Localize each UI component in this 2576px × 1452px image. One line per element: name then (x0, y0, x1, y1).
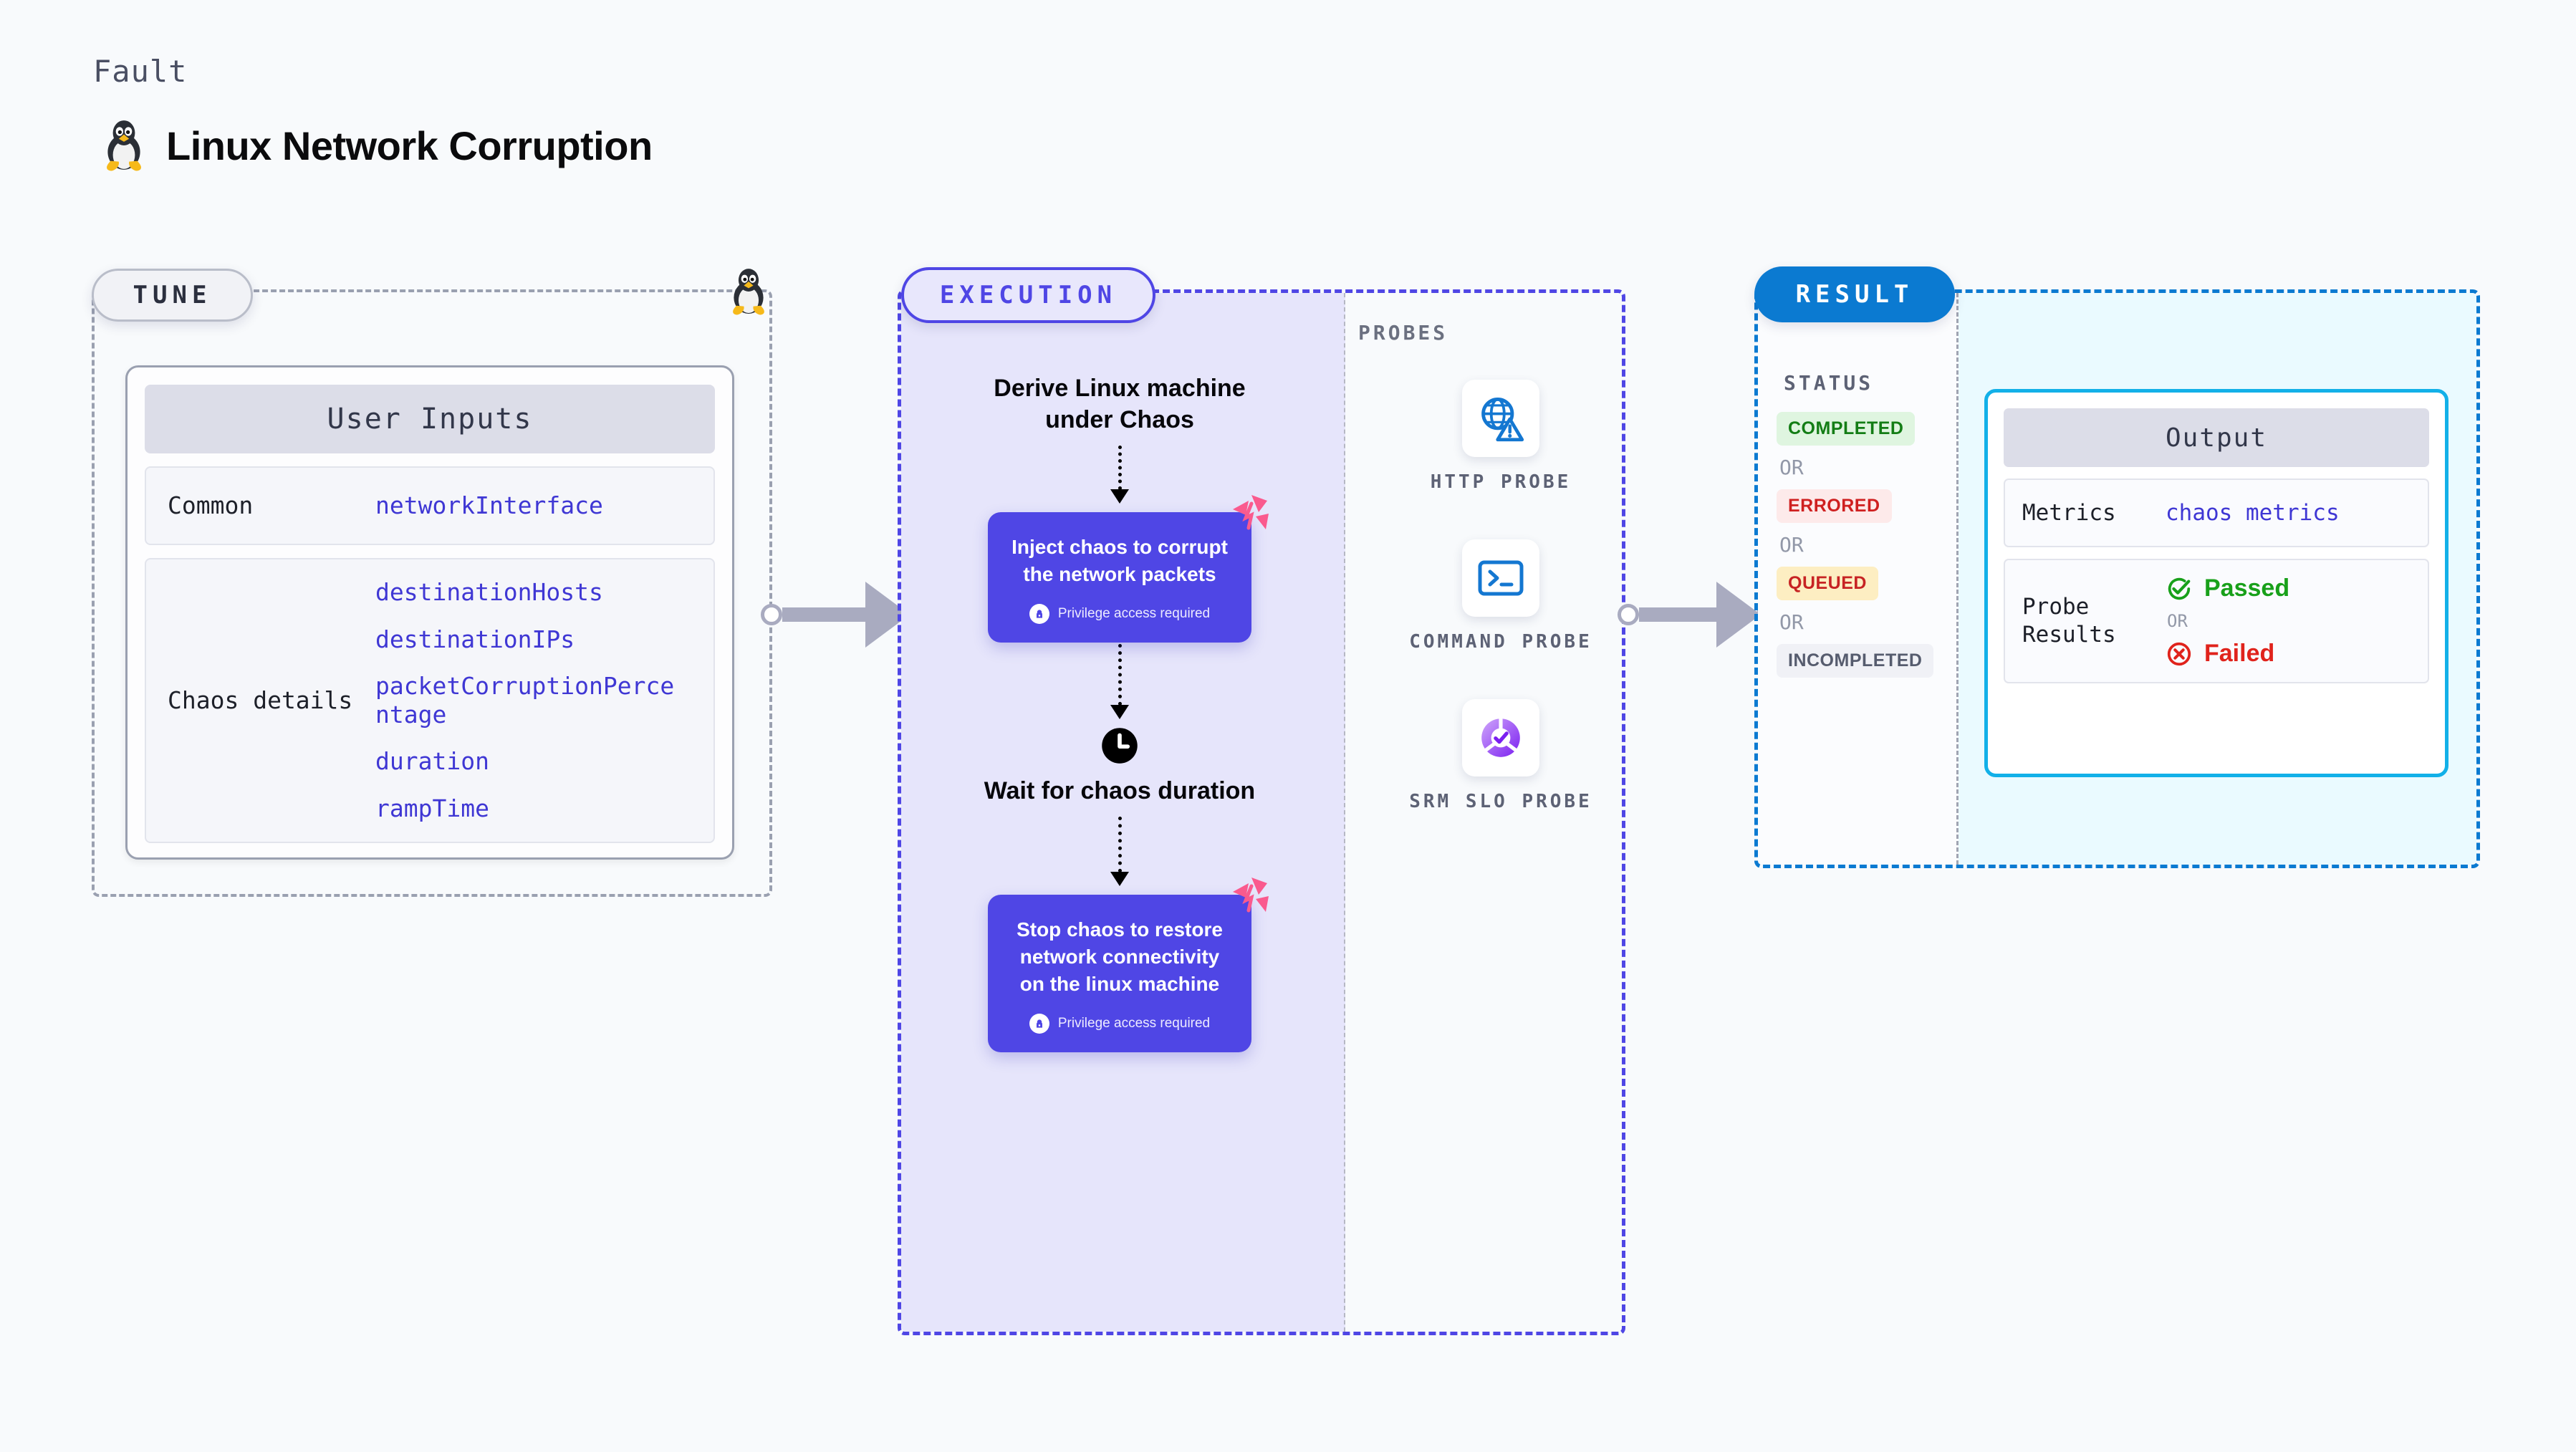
execution-step4-privilege-label: Privilege access required (1057, 1015, 1211, 1031)
connector-arrowhead (1716, 582, 1761, 648)
tune-row-chaos-details-key: Chaos details (168, 686, 353, 715)
page-title-row: Linux Network Corruption (100, 118, 653, 173)
execution-flow: Derive Linux machine under Chaos Inject … (898, 372, 1342, 1052)
user-inputs-card: User Inputs Common networkInterface Chao… (125, 365, 734, 860)
output-card: Output Metrics chaos metrics Probe Resul… (1984, 389, 2448, 777)
status-or: OR (1779, 533, 1804, 557)
probe-result-passed-label: Passed (2204, 574, 2290, 602)
terminal-icon (1478, 560, 1524, 596)
result-pill[interactable]: RESULT (1754, 266, 1955, 322)
output-row-probe-results: Probe Results Passed OR Failed (2004, 559, 2429, 683)
tune-value[interactable]: destinationHosts (375, 578, 603, 606)
status-badge-incompleted: INCOMPLETED (1777, 644, 1934, 678)
probe-label: HTTP PROBE (1430, 471, 1572, 493)
execution-step3-title: Wait for chaos duration (984, 777, 1256, 804)
connector-dot (1618, 604, 1639, 625)
status-badge-completed: COMPLETED (1777, 412, 1916, 446)
tune-section (92, 289, 772, 897)
srm-slo-check-icon (1481, 717, 1520, 757)
probe-result-values: Passed OR Failed (2166, 574, 2289, 668)
tune-value[interactable]: packetCorruptionPercentage (375, 672, 675, 729)
flow-arrow (1110, 817, 1129, 887)
clock-icon (1102, 728, 1138, 764)
output-title: Output (2004, 408, 2429, 467)
output-probe-key: Probe Results (2022, 594, 2116, 648)
execution-step4-block[interactable]: Stop chaos to restore network connectivi… (988, 878, 1269, 1052)
x-circle-icon (2167, 642, 2191, 665)
status-label: STATUS (1784, 371, 1874, 395)
check-circle-icon (2168, 577, 2191, 600)
probe-item-http[interactable]: HTTP PROBE (1431, 380, 1572, 495)
tune-pill[interactable]: TUNE (92, 269, 253, 322)
tune-row-chaos-details: Chaos details destinationHosts destinati… (145, 558, 715, 843)
execution-step4-privilege: Privilege access required (1006, 1013, 1233, 1034)
flow-arrow (1110, 643, 1129, 719)
tune-row-chaos-details-values: destinationHosts destinationIPs packetCo… (375, 578, 676, 823)
tune-value[interactable]: duration (375, 747, 489, 776)
output-metrics-value[interactable]: chaos metrics (2166, 500, 2340, 526)
harness-chaos-icon (1233, 495, 1269, 530)
probe-item-command[interactable]: COMMAND PROBE (1409, 539, 1592, 655)
connector-bar (782, 607, 867, 622)
probe-tile (1462, 539, 1539, 617)
status-badge-queued: QUEUED (1777, 567, 1878, 600)
flow-arrow (1110, 446, 1129, 504)
execution-fill (901, 293, 1345, 1332)
probes-label: PROBES (1358, 321, 1448, 345)
user-inputs-title: User Inputs (145, 385, 715, 453)
tune-row-common-key: Common (168, 491, 254, 520)
execution-section (898, 289, 1625, 1335)
tune-value[interactable]: rampTime (375, 794, 489, 822)
tune-row-common-values: networkInterface (375, 491, 603, 520)
execution-step1-title: Derive Linux machine under Chaos (994, 375, 1246, 434)
fault-kicker: Fault (93, 54, 188, 89)
probe-tile (1461, 380, 1539, 457)
harness-chaos-icon (1233, 878, 1269, 913)
execution-step2-privilege: Privilege access required (1006, 603, 1233, 624)
probe-item-srm-slo[interactable]: SRM SLO PROBE (1409, 699, 1592, 814)
connector-bar (1639, 607, 1718, 622)
connector-dot (761, 604, 782, 625)
execution-step4-title: Stop chaos to restore network connectivi… (1017, 918, 1223, 995)
execution-pill[interactable]: EXECUTION (901, 267, 1155, 323)
probe-result-passed: Passed (2166, 574, 2289, 602)
linux-penguin-icon (107, 120, 141, 171)
tune-row-common: Common networkInterface (145, 466, 715, 545)
execution-step2-privilege-label: Privilege access required (1057, 605, 1211, 621)
execution-step2-title: Inject chaos to corrupt the network pack… (1011, 536, 1228, 586)
status-or: OR (1779, 456, 1804, 479)
output-row-metrics: Metrics chaos metrics (2004, 479, 2429, 547)
execution-step2-block[interactable]: Inject chaos to corrupt the network pack… (988, 495, 1269, 643)
status-or: OR (1779, 610, 1804, 634)
lock-icon (1029, 603, 1049, 624)
probe-result-failed-label: Failed (2204, 640, 2275, 667)
probe-label: SRM SLO PROBE (1409, 791, 1592, 813)
probe-label: COMMAND PROBE (1409, 631, 1592, 653)
page-title: Linux Network Corruption (166, 122, 653, 168)
globe-warning-icon (1481, 398, 1524, 442)
probe-result-failed: Failed (2166, 640, 2289, 668)
linux-penguin-badge-icon (733, 269, 764, 315)
tune-value[interactable]: networkInterface (375, 491, 603, 520)
probe-result-or: OR (2167, 611, 2188, 631)
status-list: COMPLETED OR ERRORED OR QUEUED OR INCOMP… (1777, 412, 1956, 678)
lock-icon (1029, 1013, 1049, 1034)
probe-tile (1462, 699, 1539, 777)
tune-value[interactable]: destinationIPs (375, 625, 575, 653)
probes-list: HTTP PROBE COMMAND PROBE (1383, 380, 1619, 814)
status-badge-errored: ERRORED (1777, 489, 1892, 523)
output-metrics-key: Metrics (2022, 499, 2116, 526)
